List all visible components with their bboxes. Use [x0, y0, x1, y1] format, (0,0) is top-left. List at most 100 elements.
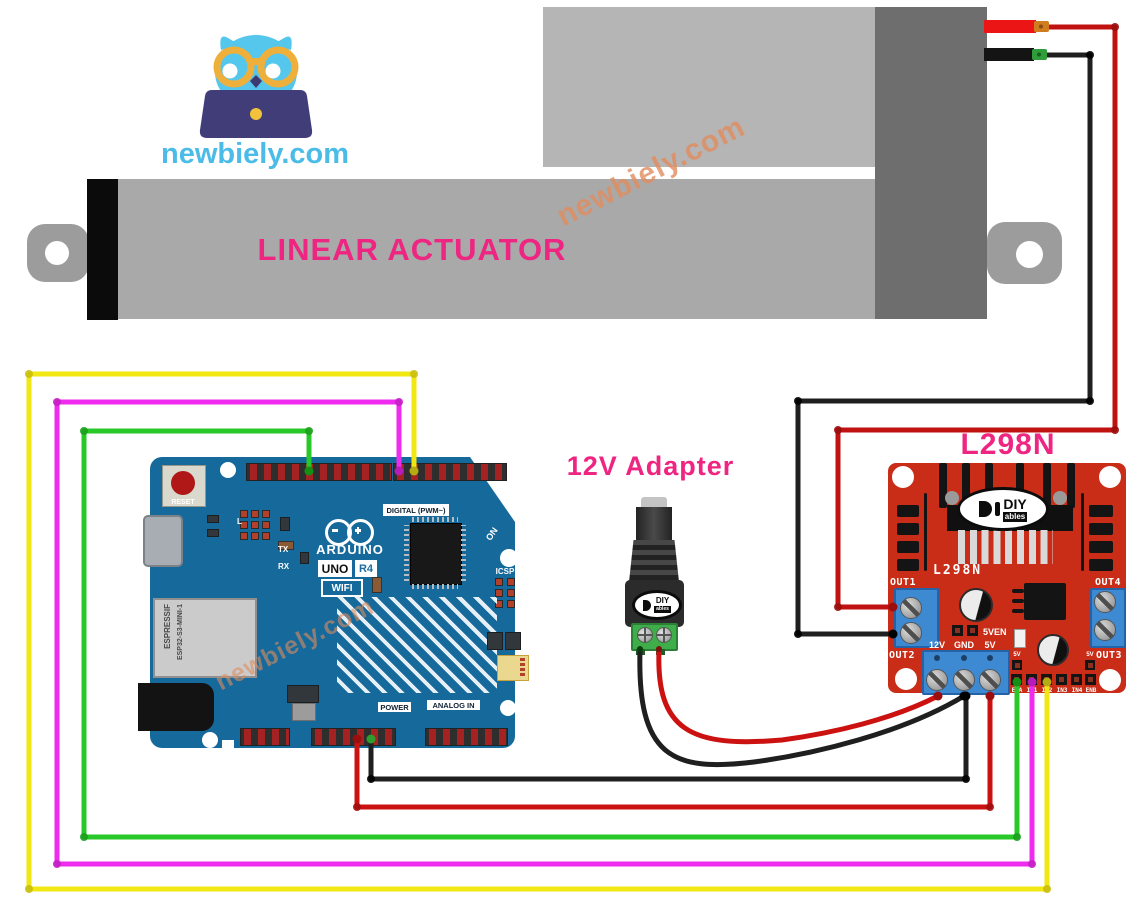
capacitor [1037, 634, 1069, 666]
adapter-strain-relief [629, 540, 679, 582]
diode [897, 541, 919, 553]
board-notch [222, 740, 234, 748]
out3-screw [1094, 619, 1116, 641]
diode [897, 505, 919, 517]
5ven-label: 5VEN [983, 627, 1007, 637]
in4-pin [1071, 674, 1082, 685]
5v-pin [1012, 660, 1022, 670]
diode [1089, 559, 1113, 571]
in4-label: IN4 [1071, 687, 1083, 694]
out2-label: OUT2 [889, 650, 916, 661]
regulator-leg [1012, 589, 1024, 593]
mcu-pins-right [461, 525, 466, 581]
r4-badge: R4 [355, 560, 377, 577]
brand-glyph-icon [994, 502, 1000, 516]
arduino-digital-header-right [393, 463, 507, 481]
5v-screw [979, 669, 1001, 691]
actuator-body [118, 179, 875, 319]
adapter-brand-logo: DIY ables [632, 590, 682, 620]
ena-pin [1011, 674, 1022, 685]
12v-label: 12V [928, 640, 945, 650]
transistor [487, 632, 503, 650]
5v-label: 5V [984, 640, 996, 650]
in1-pin [1026, 674, 1037, 685]
heatsink-screw [1053, 491, 1067, 505]
out1-label: OUT1 [890, 577, 917, 588]
owl-logo-icon [199, 35, 313, 138]
led-l-label: L [237, 517, 242, 526]
rx-label: RX [278, 562, 290, 571]
capacitor [959, 588, 993, 622]
actuator-label: LINEAR ACTUATOR [257, 232, 567, 267]
terminal-entry [987, 655, 993, 661]
qwiic-connector [497, 655, 529, 681]
arduino-analog-header [425, 728, 508, 746]
mcu-pins-left [404, 525, 409, 581]
ena-label: ENA [1011, 687, 1023, 694]
diode [897, 523, 919, 535]
diode [897, 559, 919, 571]
5v-pin-label-right: 5V [1086, 652, 1094, 658]
diode [1089, 523, 1113, 535]
smd-component [372, 577, 382, 593]
mcu-chip [410, 523, 462, 585]
l298n-chip-legs [958, 530, 1053, 564]
in3-label: IN3 [1056, 687, 1068, 694]
smd-component [280, 517, 290, 531]
analog-in-label: ANALOG IN [427, 700, 480, 710]
digital-pwm-label: DIGITAL (PWM~) [383, 504, 449, 516]
out2-screw [900, 622, 922, 644]
qwiic-pins [520, 658, 525, 678]
smd-component [207, 529, 219, 537]
gnd-screw [953, 669, 975, 691]
out4-screw [1094, 591, 1116, 613]
actuator-red-lead [984, 20, 1036, 33]
smd-component [287, 685, 319, 703]
voltage-regulator [1024, 583, 1066, 620]
adapter-wire-entry-negative [636, 649, 645, 655]
diode [1089, 541, 1113, 553]
esp32-brand-label: ESPRESSIF [163, 604, 172, 649]
arduino-aux-header [240, 728, 290, 746]
arduino-mount-hole-bottom-right [500, 700, 516, 716]
l298n-mount-hole [1099, 466, 1121, 488]
actuator-end-cap [87, 179, 118, 320]
smd-component [207, 515, 219, 523]
arduino-digital-header-left [246, 463, 392, 481]
brand-diy-text: DIY [655, 596, 670, 605]
5v-pin [1085, 660, 1095, 670]
regulator-leg [1012, 609, 1024, 613]
actuator-red-lead-ferrule [1034, 21, 1049, 32]
adapter-barrel [636, 507, 672, 541]
actuator-black-lead [984, 48, 1034, 61]
actuator-black-lead-ferrule [1032, 49, 1047, 60]
actuator-motor-housing [875, 7, 987, 319]
brand-ables-text: ables [654, 606, 671, 613]
arduino-board: RESET ESPRESSIF ESP32-S3-MINI-1 ARDUINO … [138, 457, 529, 748]
out1-screw [900, 597, 922, 619]
usb-connector [143, 515, 183, 567]
enb-pin [1085, 674, 1096, 685]
arduino-mount-hole-bottom-left [202, 732, 218, 748]
in2-pin [1041, 674, 1052, 685]
icsp-header [495, 578, 515, 608]
arduino-mount-hole-right [500, 549, 518, 567]
brand-glyph-icon [978, 501, 992, 517]
heatsink-bar [1067, 463, 1075, 508]
enb-label: ENB [1085, 687, 1097, 694]
terminal-entry [934, 655, 940, 661]
reset-button-cap [171, 471, 195, 495]
site-logo-text: newbiely.com [160, 137, 350, 170]
esp32-model-label: ESP32-S3-MINI-1 [177, 604, 184, 661]
l298n-mount-hole [895, 668, 917, 690]
resistor [1014, 629, 1026, 648]
in1-label: IN1 [1026, 687, 1038, 694]
5v-pin-label-left: 5V [1013, 652, 1021, 658]
in2-label: IN2 [1041, 687, 1053, 694]
pin-strip [924, 493, 927, 571]
pin-strip [1081, 493, 1084, 571]
mcu-pins-bottom [412, 584, 458, 589]
arduino-power-header [311, 728, 396, 746]
5ven-jumper-pin [967, 625, 978, 636]
